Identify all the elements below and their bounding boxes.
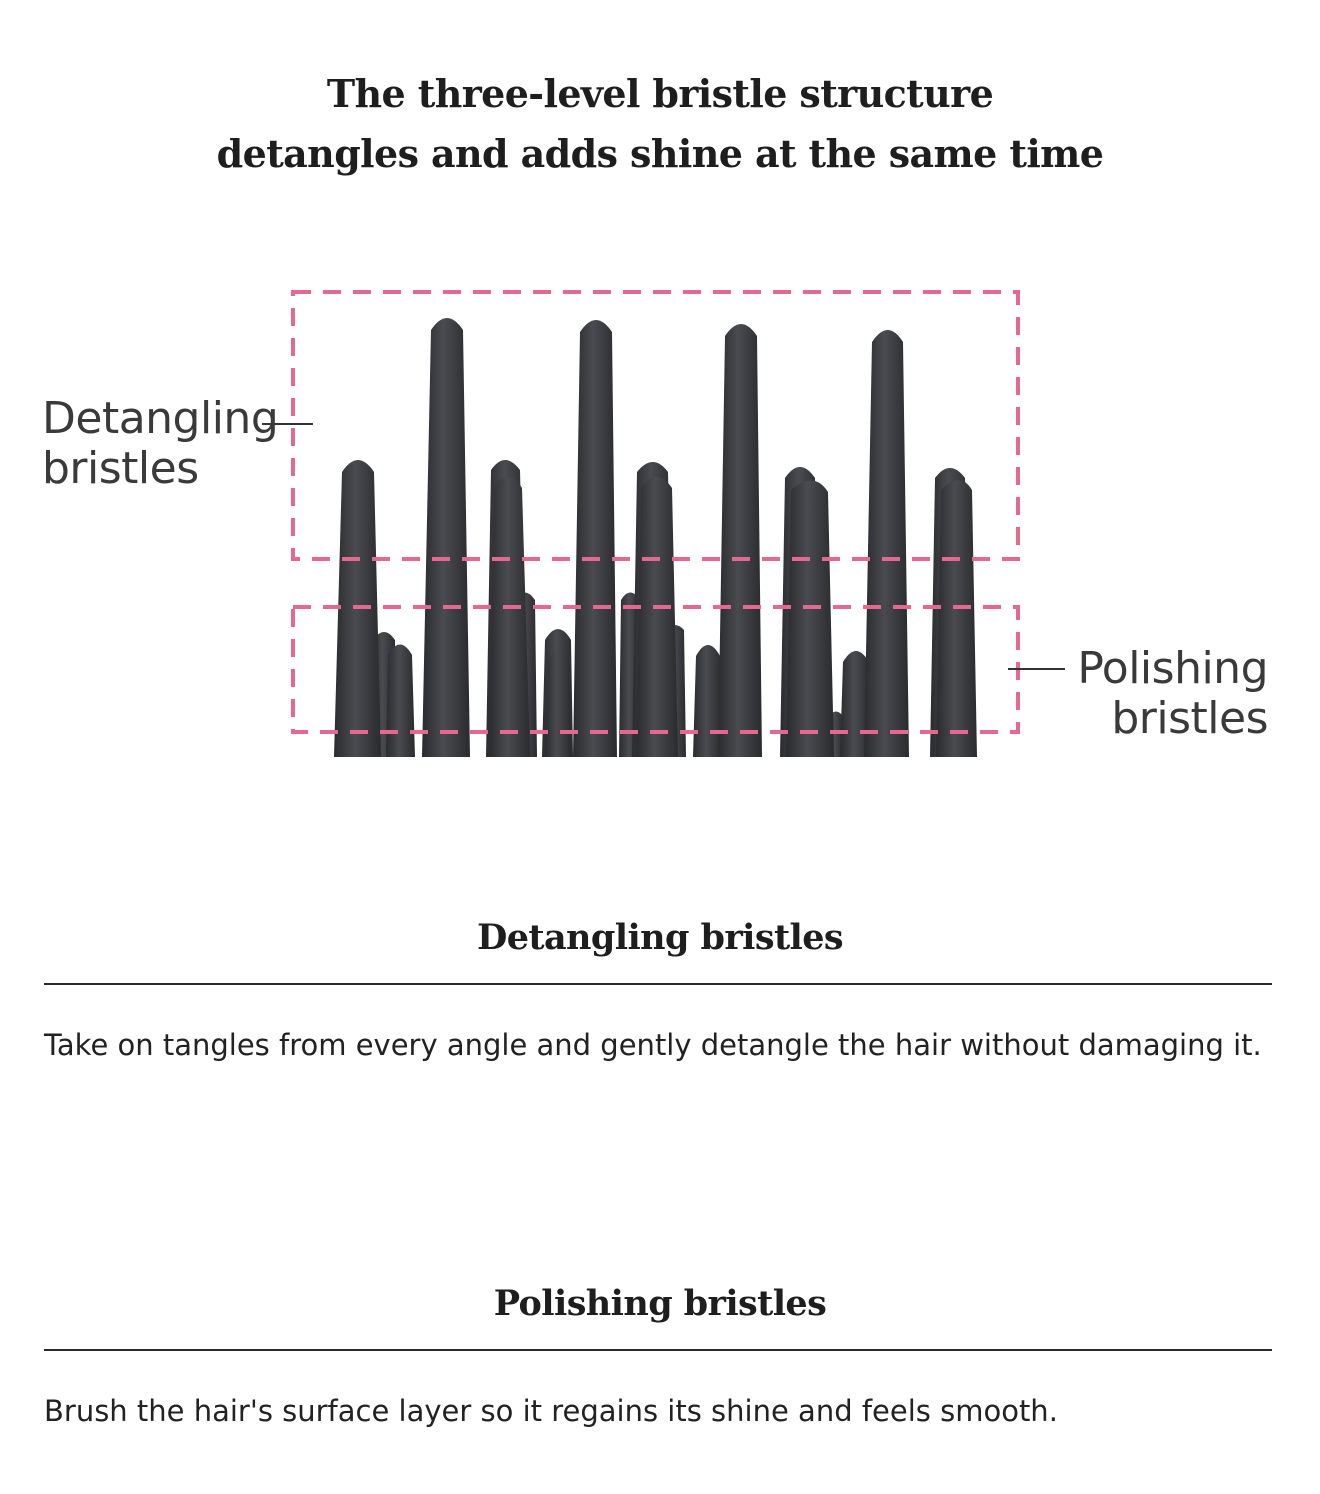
polishing-callout-line-2: bristles: [1111, 693, 1268, 744]
detangling-bristle: [422, 318, 470, 757]
polishing-callout-line-1: Polishing: [1077, 643, 1268, 694]
headline-line-1: The three-level bristle structure: [326, 71, 994, 116]
detangling-bristle: [573, 320, 617, 757]
detangling-section-body: Take on tangles from every angle and gen…: [44, 1028, 1262, 1062]
detangling-bristle: [936, 480, 977, 757]
detangling-bristle: [864, 330, 909, 757]
polishing-bristle: [545, 651, 571, 757]
polishing-bristle: [693, 645, 722, 757]
section-divider: [44, 983, 1272, 985]
headline-line-2: detangles and adds shine at the same tim…: [216, 131, 1104, 176]
detangling-bristle: [489, 477, 530, 757]
polishing-callout: Polishing bristles: [1020, 644, 1268, 744]
detangling-section-title: Detangling bristles: [476, 917, 844, 958]
polishing-bristle: [386, 644, 415, 757]
polishing-section-body: Brush the hair's surface layer so it reg…: [44, 1394, 1058, 1428]
bristle-structure-illustration: [262, 290, 1065, 757]
detangling-zone-frame: [291, 290, 1020, 561]
polishing-section-title: Polishing bristles: [493, 1283, 827, 1324]
detangling-callout-line-2: bristles: [42, 443, 199, 494]
page-headline: The three-level bristle structure detang…: [0, 64, 1320, 184]
detangling-callout: Detangling bristles: [42, 393, 279, 494]
detangling-bristle: [718, 324, 762, 757]
section-divider: [44, 1349, 1272, 1351]
detangling-callout-line-1: Detangling: [42, 393, 279, 444]
detangling-bristle: [636, 477, 678, 757]
bristle-group: [334, 318, 977, 757]
detangling-bristle: [786, 480, 834, 757]
